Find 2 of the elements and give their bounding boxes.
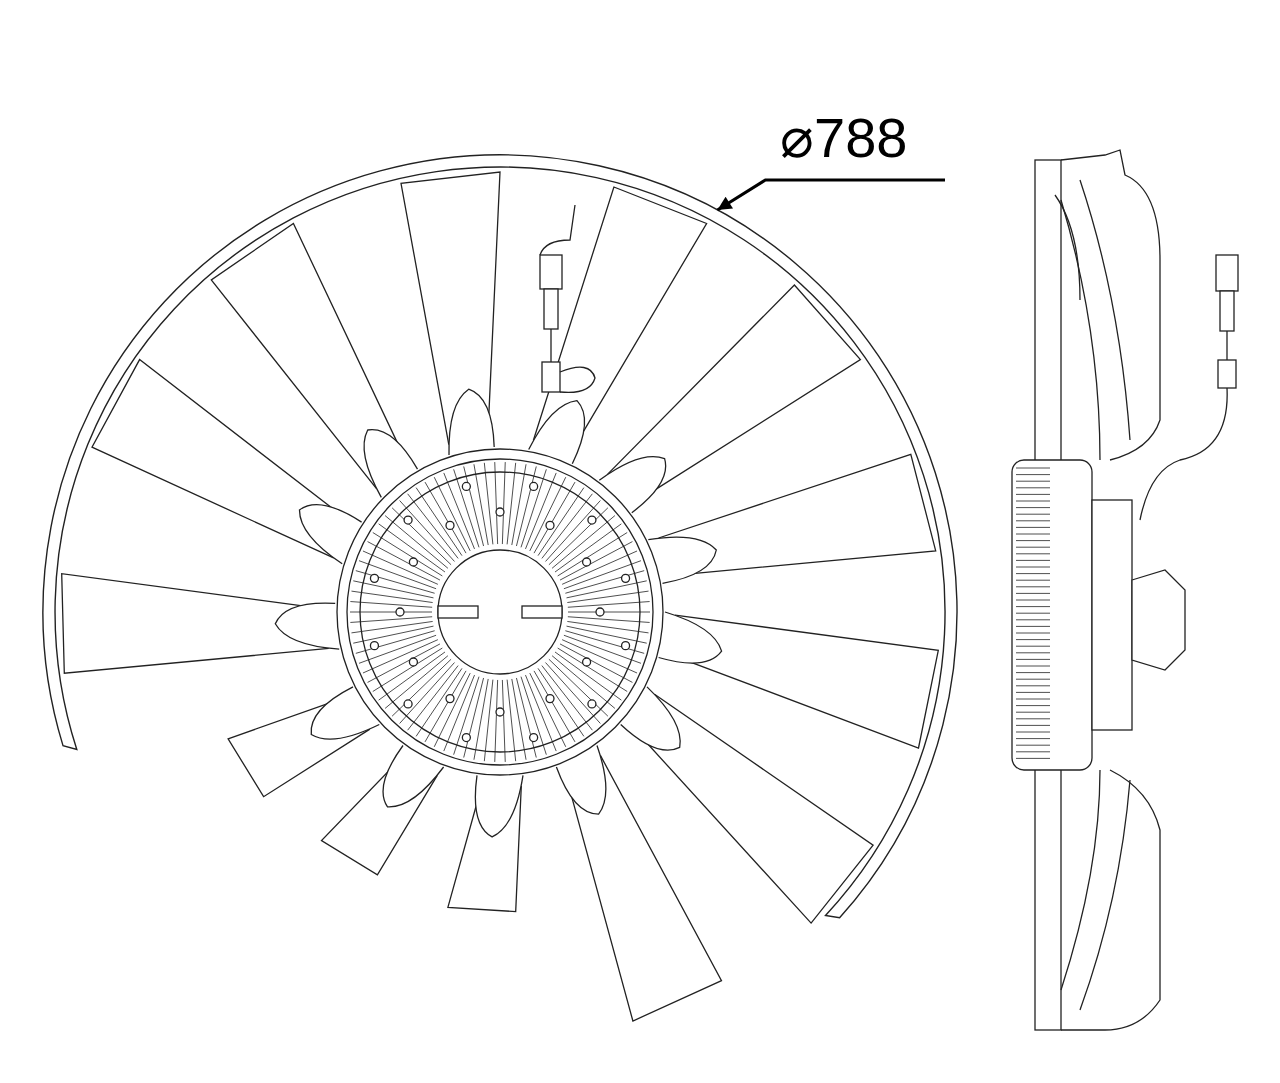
leader-line (716, 178, 945, 212)
diameter-label: ⌀788 (780, 108, 945, 180)
